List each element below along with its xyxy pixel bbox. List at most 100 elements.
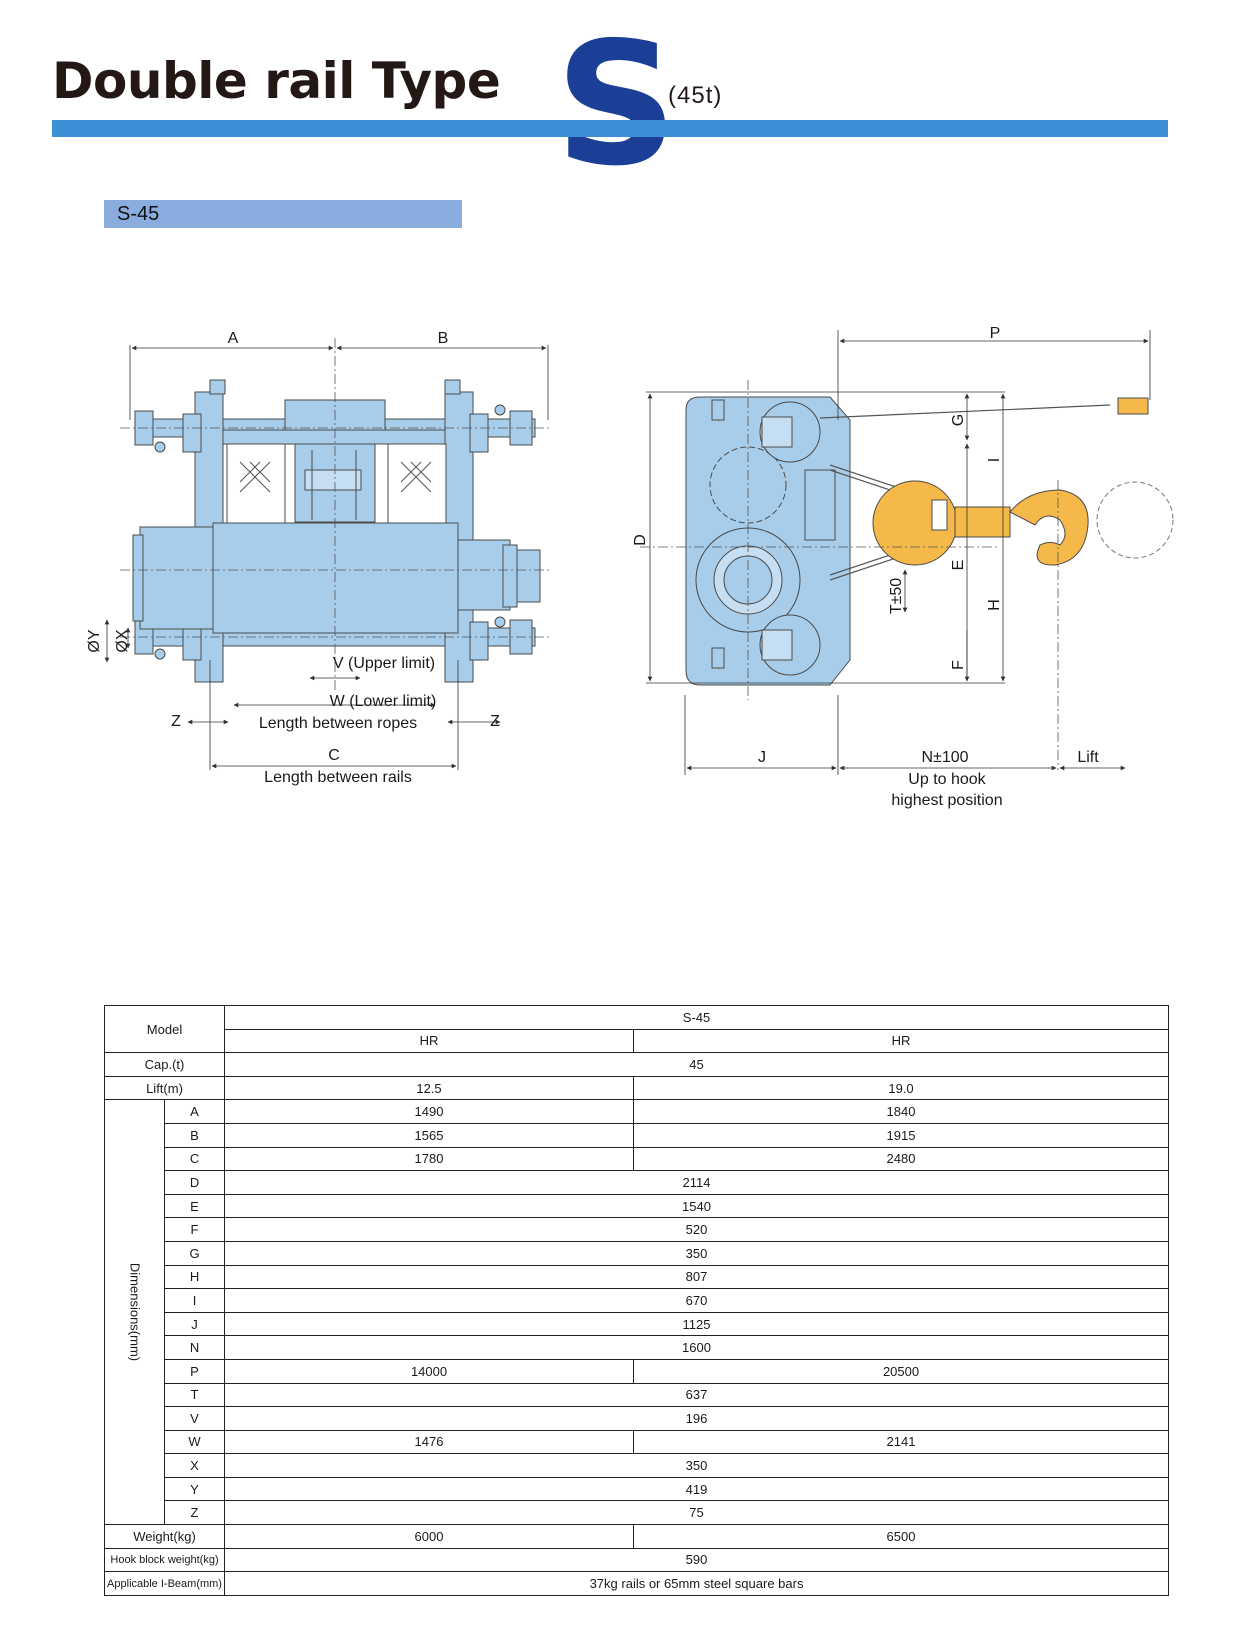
table-row: J 1125	[105, 1311, 1170, 1337]
label-J: J	[758, 749, 766, 766]
dim-value: 196	[224, 1406, 1170, 1431]
label-lift: Lift	[1077, 749, 1099, 766]
table-row: C 1780 2480	[105, 1146, 1170, 1172]
table-row: B 1565 1915	[105, 1122, 1170, 1148]
dim-value: 1476	[224, 1429, 635, 1455]
table-row: Z 75	[105, 1500, 1170, 1526]
dim-value: 1840	[633, 1099, 1170, 1124]
lift-value-1: 12.5	[224, 1075, 635, 1101]
label-D: D	[632, 534, 649, 546]
dim-value: 2114	[224, 1170, 1170, 1195]
table-row: D 2114	[105, 1170, 1170, 1195]
dim-value: 637	[224, 1382, 1170, 1408]
label-T: T±50	[888, 578, 905, 614]
dim-value: 419	[224, 1476, 1170, 1502]
drum-motor	[139, 526, 214, 630]
table-row: I 670	[105, 1288, 1170, 1313]
table-row: V 196	[105, 1406, 1170, 1431]
dim-value: 670	[224, 1288, 1170, 1313]
table-row: X 350	[105, 1453, 1170, 1478]
dim-value: 2480	[633, 1146, 1170, 1172]
dim-value: 1915	[633, 1122, 1170, 1148]
hook-weight-value: 590	[224, 1547, 1170, 1573]
dim-value: 20500	[633, 1358, 1170, 1384]
spec-table: Model S-45 HR HR Cap.(t) 45 Lift(m) 12.5…	[103, 1004, 1170, 1596]
dim-value: 1125	[224, 1311, 1170, 1337]
table-row: F 520	[105, 1217, 1170, 1242]
model-name: S-45	[224, 1005, 1170, 1030]
table-row: H 807	[105, 1264, 1170, 1290]
dim-value: 520	[224, 1217, 1170, 1242]
technical-drawing: A B V (Upper limit) W (Lower limit) Leng…	[86, 325, 1174, 809]
label-diameter-Y: ØY	[86, 629, 103, 652]
dim-key: D	[163, 1170, 226, 1195]
dim-key: J	[163, 1311, 226, 1337]
cap-value: 45	[224, 1052, 1170, 1077]
dim-key: F	[163, 1217, 226, 1242]
table-row: Weight(kg) 6000 6500	[103, 1524, 1170, 1549]
dim-value: 14000	[224, 1358, 635, 1384]
dim-value: 1490	[224, 1099, 635, 1124]
table-row: Lift(m) 12.5 19.0	[103, 1075, 1170, 1101]
left-view	[132, 379, 541, 683]
dim-key: Z	[163, 1500, 226, 1526]
label-C: C	[328, 747, 340, 764]
page-title: Double rail Type	[52, 52, 501, 110]
table-row: Hook block weight(kg) 590	[103, 1547, 1170, 1573]
label-B: B	[438, 330, 449, 347]
beam-label: Applicable I-Beam(mm)	[103, 1571, 226, 1596]
label-Z-right: Z	[490, 713, 500, 730]
table-row: HR HR	[105, 1028, 1170, 1054]
table-row: Y 419	[105, 1476, 1170, 1502]
variant-2: HR	[633, 1028, 1170, 1054]
hook	[1009, 489, 1089, 566]
table-row: T 637	[105, 1382, 1170, 1408]
dim-key: A	[163, 1099, 226, 1124]
label-Z-left: Z	[171, 713, 181, 730]
dim-value: 1780	[224, 1146, 635, 1172]
table-row: Dimensions(mm) A 1490 1840	[104, 1099, 1170, 1526]
beam-value: 37kg rails or 65mm steel square bars	[224, 1571, 1170, 1596]
right-view	[685, 396, 851, 686]
table-row: G 350	[105, 1240, 1170, 1266]
pendant-switch	[1117, 397, 1149, 415]
dim-key: C	[163, 1146, 226, 1172]
label-I: I	[986, 458, 1003, 462]
dim-key: T	[163, 1382, 226, 1408]
weight-value-1: 6000	[224, 1524, 635, 1549]
dim-key: I	[163, 1288, 226, 1313]
left-motor-box	[226, 443, 286, 525]
table-row: N 1600	[105, 1335, 1170, 1360]
weight-value-2: 6500	[633, 1524, 1170, 1549]
table-row: Model S-45	[103, 1004, 1170, 1054]
dim-value: 1600	[224, 1335, 1170, 1360]
label-A: A	[228, 330, 239, 347]
dimensions-group: Dimensions(mm)	[104, 1099, 165, 1526]
label-up-to-hook: Up to hook	[908, 771, 986, 788]
table-row: E 1540	[105, 1193, 1170, 1219]
dim-value: 1540	[224, 1193, 1170, 1219]
label-G: G	[950, 414, 967, 426]
dim-key: V	[163, 1406, 226, 1431]
model-label-bar: S-45	[104, 200, 462, 228]
dim-key: G	[163, 1240, 226, 1266]
title-underline-bar	[52, 120, 1168, 137]
label-length-ropes: Length between ropes	[259, 715, 417, 732]
label-highest-position: highest position	[891, 792, 1002, 809]
label-length-rails: Length between rails	[264, 769, 412, 786]
dim-value: 2141	[633, 1429, 1170, 1455]
label-H: H	[986, 599, 1003, 611]
dim-key: X	[163, 1453, 226, 1478]
label-E: E	[950, 560, 967, 571]
label-F: F	[950, 660, 967, 670]
dim-key: P	[163, 1358, 226, 1384]
label-P: P	[990, 325, 1001, 342]
label-N: N±100	[921, 749, 968, 766]
dim-value: 350	[224, 1453, 1170, 1478]
hook-dashed-outline	[1096, 481, 1174, 559]
lift-label: Lift(m)	[103, 1075, 226, 1101]
table-row: Applicable I-Beam(mm) 37kg rails or 65mm…	[103, 1571, 1170, 1596]
dim-key: H	[163, 1264, 226, 1290]
dim-value: 1565	[224, 1122, 635, 1148]
dim-key: B	[163, 1122, 226, 1148]
